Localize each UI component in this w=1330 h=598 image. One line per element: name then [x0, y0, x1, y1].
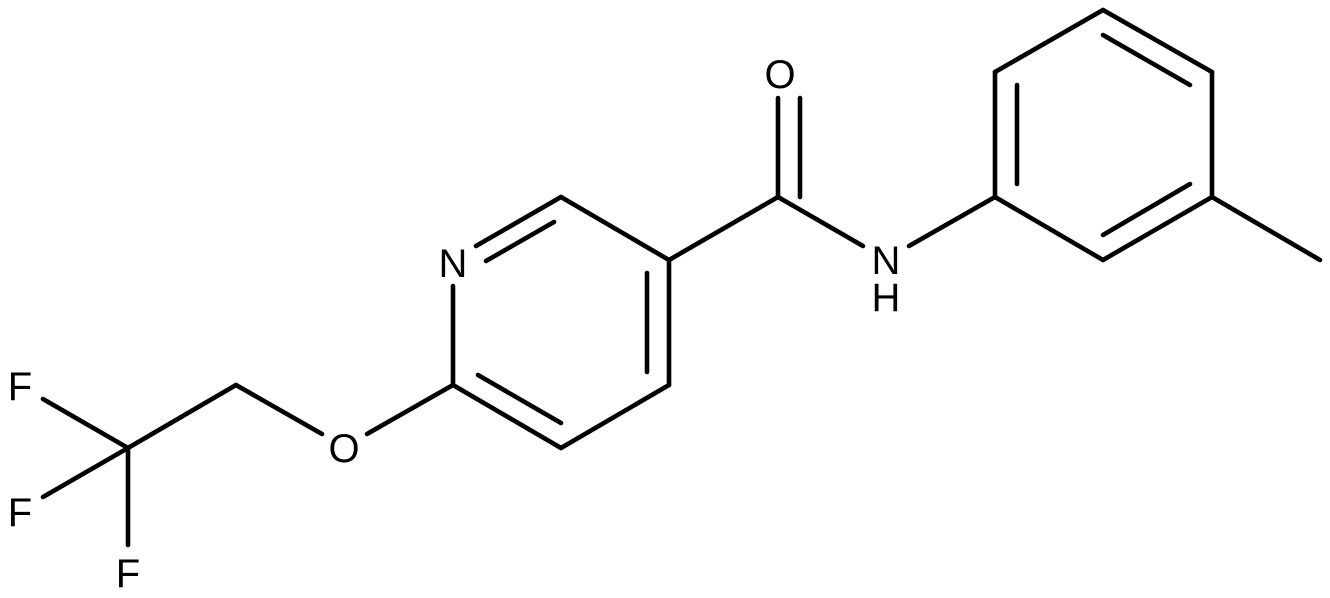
bond-a2-a3 [992, 7, 1106, 75]
bond-a6-a1 [992, 194, 1106, 263]
bond-cf3-f1 [40, 396, 131, 451]
bond-carbonyl-n [775, 194, 866, 249]
bonds [40, 7, 1323, 548]
bond-methyl [1209, 194, 1323, 263]
atom-label-o-carbonyl: O [764, 53, 795, 97]
bond-a3-a4-inner [1100, 32, 1193, 88]
atom-label-n-pyridine: N [439, 242, 468, 286]
atom-label-o-ether: O [328, 427, 359, 471]
bond-c6-oether [364, 382, 456, 437]
atom-label-f-1: F [8, 365, 32, 409]
bond-c6-c5 [450, 382, 564, 451]
bond-c2-n1 [473, 194, 564, 249]
atom-label-f-3: F [116, 552, 140, 596]
bond-c2-n1-inner [483, 219, 557, 264]
bond-c5-c4 [558, 382, 672, 451]
bond-a5-a6-inner [1100, 181, 1193, 238]
bond-cf3-f2 [40, 445, 131, 500]
bond-a3-a4 [1100, 7, 1215, 75]
bond-n-aryl [906, 194, 998, 249]
atom-label-h-amide: H [872, 276, 901, 320]
atom-labels: O N H N O F F F [8, 53, 901, 596]
bond-c6-c5-inner [475, 372, 564, 426]
atom-label-f-2: F [8, 491, 32, 535]
bond-c3-carbonyl [666, 194, 781, 263]
atom-label-n-amide: N [872, 239, 901, 283]
bond-a5-a6 [1100, 194, 1215, 263]
bond-ch2-cf3 [125, 382, 239, 451]
bond-c2-c3 [558, 194, 672, 263]
bond-oether-ch2 [233, 382, 325, 437]
